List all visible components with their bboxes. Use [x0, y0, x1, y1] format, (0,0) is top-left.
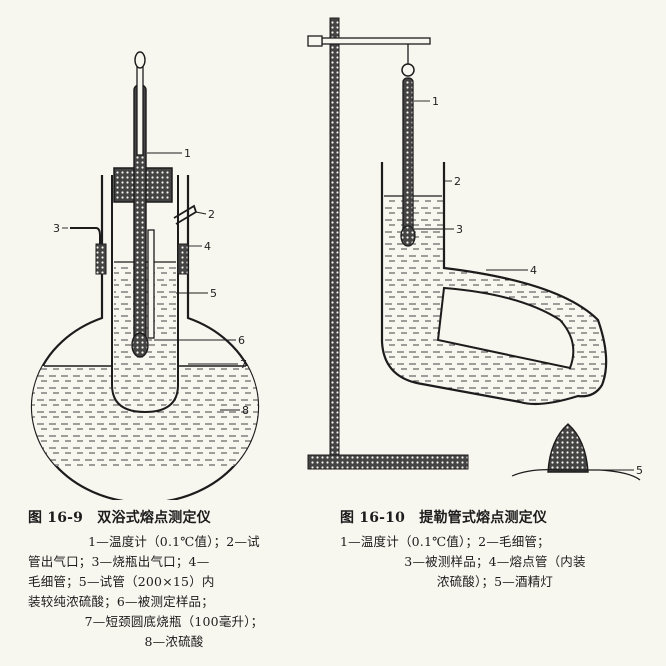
caption-right-line: 1—温度计（0.1℃值）；2—毛细管；: [340, 534, 550, 549]
label-5: 5: [210, 287, 217, 300]
caption-left-line: 管出气口；3—烧瓶出气口；4—: [28, 554, 210, 569]
caption-left-line: 毛细管；5—试管（200×15）内: [28, 574, 215, 589]
double-bath-apparatus: 1 2 3 4 5 6 7 8: [30, 51, 260, 500]
label-1: 1: [184, 147, 191, 160]
label-6: 6: [238, 334, 245, 347]
caption-right-line: 3—被测样品；4—熔点管（内装: [404, 554, 586, 569]
label-r1: 1: [432, 95, 439, 108]
thiele-thermometer: [402, 77, 414, 237]
caption-right-title: 图 16-10 提勒管式熔点测定仪: [340, 510, 548, 526]
thermometer-bulb: [131, 332, 149, 358]
label-2: 2: [208, 208, 215, 221]
caption-right-line: 浓硫酸）；5—酒精灯: [436, 574, 554, 589]
caption-left: 图 16-9 双浴式熔点测定仪 1—温度计（0.1℃值）；2—试 管出气口；3—…: [28, 508, 320, 652]
stand-base: [307, 454, 469, 470]
tube-outlet: [173, 204, 198, 225]
alcohol-lamp: [511, 469, 641, 481]
clamp-arm: [321, 37, 431, 45]
label-r4: 4: [530, 264, 537, 277]
thiele-tube-apparatus: 1 2 3 4 5: [307, 17, 643, 481]
flask-outlet: [70, 227, 101, 268]
label-7: 7: [240, 358, 247, 371]
capillary-tube: [147, 229, 155, 339]
label-r3: 3: [456, 223, 463, 236]
label-3: 3: [53, 222, 60, 235]
thiele-side-arm: [436, 286, 575, 370]
label-r2: 2: [454, 175, 461, 188]
caption-right: 图 16-10 提勒管式熔点测定仪 1—温度计（0.1℃值）；2—毛细管； 3—…: [340, 508, 650, 592]
caption-left-title: 图 16-9 双浴式熔点测定仪: [28, 510, 211, 526]
caption-left-line: 1—温度计（0.1℃值）；2—试: [88, 534, 260, 549]
stand-rod: [329, 17, 340, 459]
thiele-tube: [380, 162, 608, 406]
caption-left-line: 8—浓硫酸: [144, 634, 204, 649]
caption-left-line: 装较纯浓硫酸；6—被测定样品；: [28, 594, 214, 609]
label-r5: 5: [636, 464, 643, 477]
alcohol-lamp-flame: [547, 423, 589, 473]
label-4: 4: [204, 240, 211, 253]
label-8: 8: [242, 404, 249, 417]
apparatus-illustrations: 1 2 3 4 5 6 7 8: [30, 17, 643, 500]
caption-left-line: 7—短颈圆底烧瓶（100毫升）；: [84, 614, 264, 629]
